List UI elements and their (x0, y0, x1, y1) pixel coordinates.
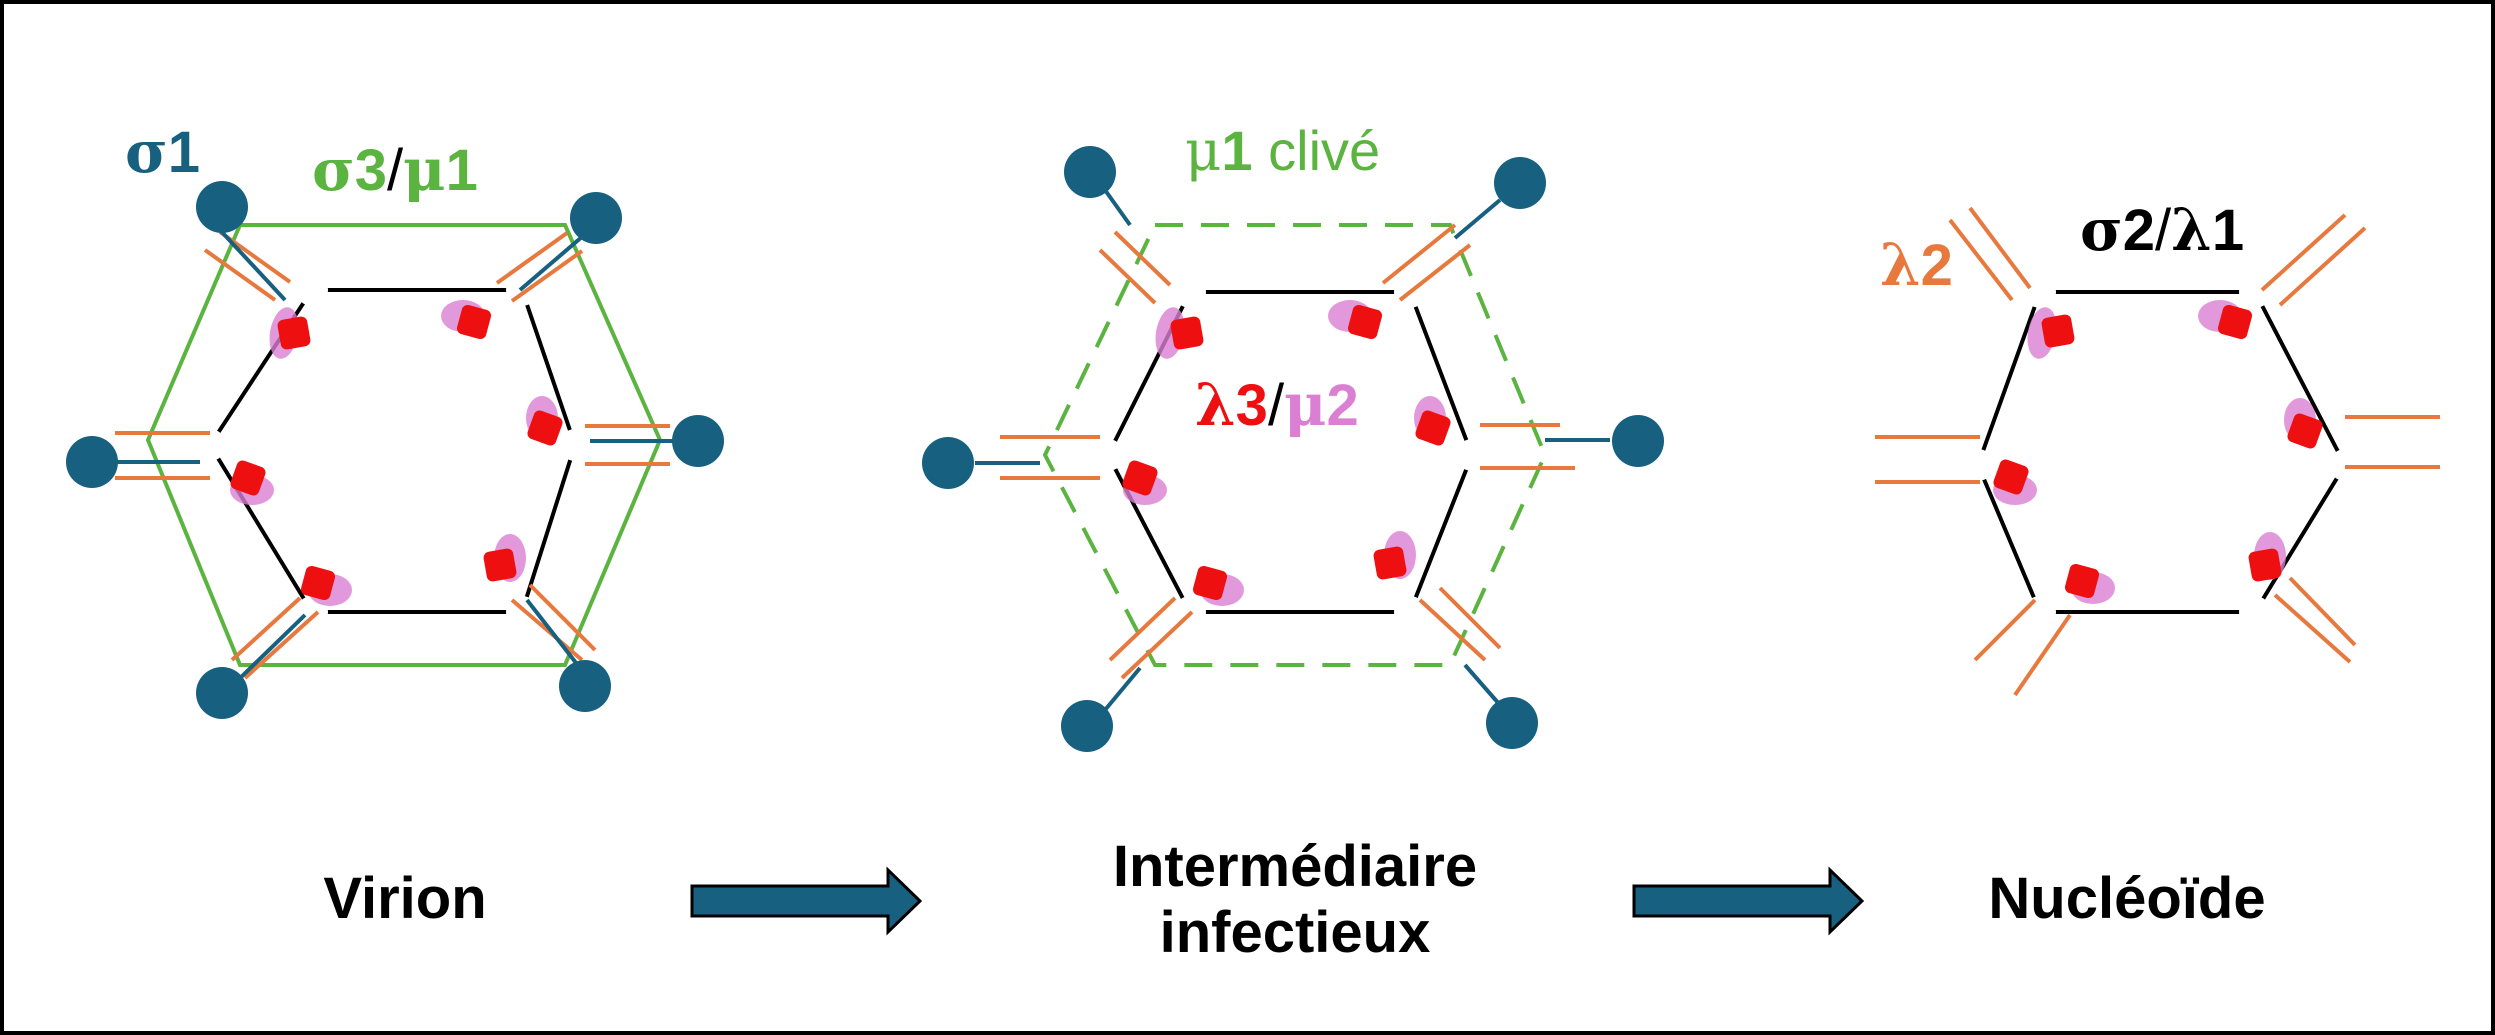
arrow-right-icon (690, 866, 923, 936)
virion-particle (66, 181, 724, 719)
polymerase-complexes (1993, 300, 2323, 604)
lambda2-turrets (1875, 206, 2440, 697)
label-lambda3-mu2: λ3/μ2 (1195, 371, 1359, 439)
stage-label-intermediate-line1: Intermédiaire (1113, 834, 1477, 899)
label-sigma3-mu1: σ3/μ1 (312, 136, 478, 204)
intermediate-particle (922, 146, 1664, 752)
arrow-right-icon (1632, 866, 1865, 936)
sigma1-heads (922, 146, 1664, 752)
label-lambda2: λ2 (1880, 231, 1953, 299)
stage-label-nucleoid: Nucléoïde (1988, 866, 2265, 931)
stage-label-intermediate-line2: infectieux (1160, 900, 1431, 965)
outer-capsid-green (145, 223, 663, 667)
sigma1-heads (66, 181, 724, 719)
stage-label-virion: Virion (323, 866, 486, 931)
label-mu1-cleaved: μ1 clivé (1185, 119, 1380, 184)
label-sigma1: σ1 (125, 118, 200, 186)
label-sigma2-lambda1: σ2/λ1 (2080, 196, 2244, 264)
nucleoid-particle (1875, 206, 2440, 697)
outer-capsid-green-dashed (1042, 223, 1548, 667)
polymerase-complexes (230, 300, 563, 606)
polymerase-complexes (1122, 300, 1451, 606)
